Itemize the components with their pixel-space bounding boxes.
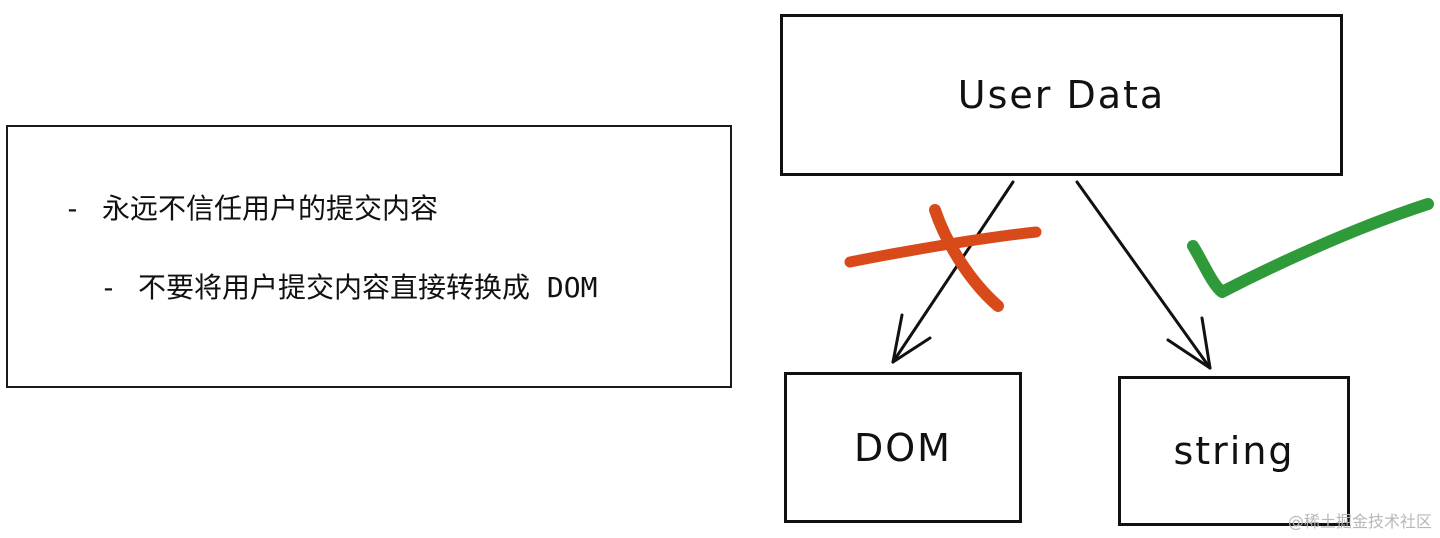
bullet-text-2: 不要将用户提交内容直接转换成 DOM	[138, 271, 598, 304]
string-node: string	[1118, 376, 1350, 526]
bullet-item-1: -永远不信任用户的提交内容	[64, 192, 438, 226]
note-box: -永远不信任用户的提交内容 -不要将用户提交内容直接转换成 DOM	[6, 125, 732, 388]
bullet-item-2: -不要将用户提交内容直接转换成 DOM	[100, 271, 597, 305]
arrow-to-string	[1075, 180, 1212, 370]
dom-node: DOM	[784, 372, 1022, 523]
checkmark-icon	[1187, 198, 1434, 298]
bullet-text-1: 永远不信任用户的提交内容	[102, 192, 439, 225]
cross-stroke-1	[844, 226, 1042, 268]
user-data-node: User Data	[780, 14, 1343, 176]
arrow-to-dom	[891, 180, 1015, 364]
bullet-dash: -	[64, 192, 81, 225]
user-data-label: User Data	[957, 73, 1166, 117]
cross-icon	[844, 204, 1042, 312]
cross-stroke-2	[929, 204, 1004, 312]
bullet-dash: -	[100, 271, 117, 304]
dom-label: DOM	[854, 425, 952, 470]
watermark: @稀土掘金技术社区	[1287, 512, 1432, 531]
string-label: string	[1173, 429, 1295, 473]
